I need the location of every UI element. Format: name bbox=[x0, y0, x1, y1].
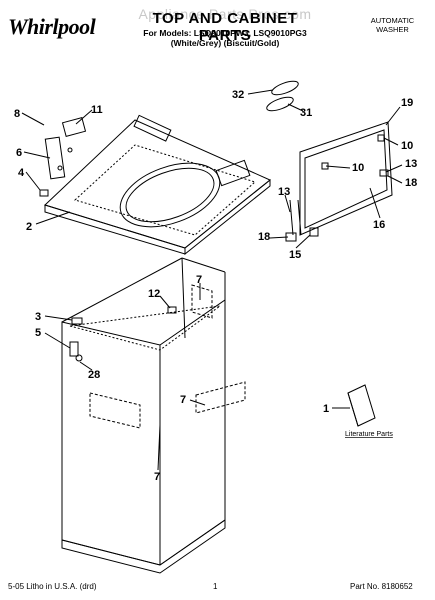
watermark: Appliance Parts Pros.com bbox=[138, 6, 312, 22]
footer-part-number: Part No. 8180652 bbox=[350, 582, 413, 591]
callout-label: 1 bbox=[323, 403, 329, 415]
literature-book bbox=[347, 384, 376, 427]
callout-label: 19 bbox=[401, 97, 413, 109]
product-type-line1: AUTOMATIC bbox=[370, 16, 415, 25]
page-title: TOP AND CABINET PARTS bbox=[152, 10, 298, 44]
colors-line: (White/Grey) (Biscuit/Gold) bbox=[170, 38, 280, 48]
callout-label: 3 bbox=[35, 311, 41, 323]
callout-label: 11 bbox=[91, 104, 103, 116]
hinge-assembly bbox=[39, 117, 87, 197]
models-line: For Models: LSQ9010PW3, LSQ9010PG3 bbox=[143, 28, 307, 38]
callout-label: 10 bbox=[401, 140, 413, 152]
callout-numbers: 8 11 6 4 2 32 31 19 10 10 13 13 18 18 16… bbox=[14, 89, 417, 483]
footer-litho: 5-05 Litho in U.S.A. (drd) bbox=[8, 582, 97, 591]
callout-label: 31 bbox=[300, 107, 312, 119]
washer-top-panel bbox=[44, 114, 271, 256]
callout-label: 18 bbox=[405, 177, 417, 189]
callout-label: 6 bbox=[16, 147, 22, 159]
footer-page-number: 1 bbox=[213, 582, 218, 591]
callout-label: 4 bbox=[18, 167, 25, 179]
callout-label: 12 bbox=[148, 288, 160, 300]
washer-cabinet bbox=[61, 257, 246, 574]
callout-label: 13 bbox=[278, 186, 290, 198]
leader-lines bbox=[21, 89, 403, 471]
callout-label: 13 bbox=[405, 158, 417, 170]
callout-label: 7 bbox=[196, 274, 202, 286]
callout-label: 10 bbox=[352, 162, 364, 174]
callout-label: 7 bbox=[180, 394, 186, 406]
callout-label: 15 bbox=[289, 249, 301, 261]
callout-label: 32 bbox=[232, 89, 244, 101]
callout-label: 16 bbox=[373, 219, 385, 231]
callout-label: 7 bbox=[154, 471, 160, 483]
callout-label: 28 bbox=[88, 369, 100, 381]
lid-bumpers bbox=[266, 80, 299, 112]
callout-label: 5 bbox=[35, 327, 41, 339]
callout-label: 8 bbox=[14, 108, 20, 120]
product-type-line2: WASHER bbox=[376, 25, 409, 34]
literature-label: Literature Parts bbox=[345, 431, 393, 438]
product-type: AUTOMATIC WASHER bbox=[355, 16, 430, 34]
whirlpool-logo: Whirlpool bbox=[8, 14, 96, 39]
callout-label: 18 bbox=[258, 231, 270, 243]
callout-label: 2 bbox=[26, 221, 32, 233]
